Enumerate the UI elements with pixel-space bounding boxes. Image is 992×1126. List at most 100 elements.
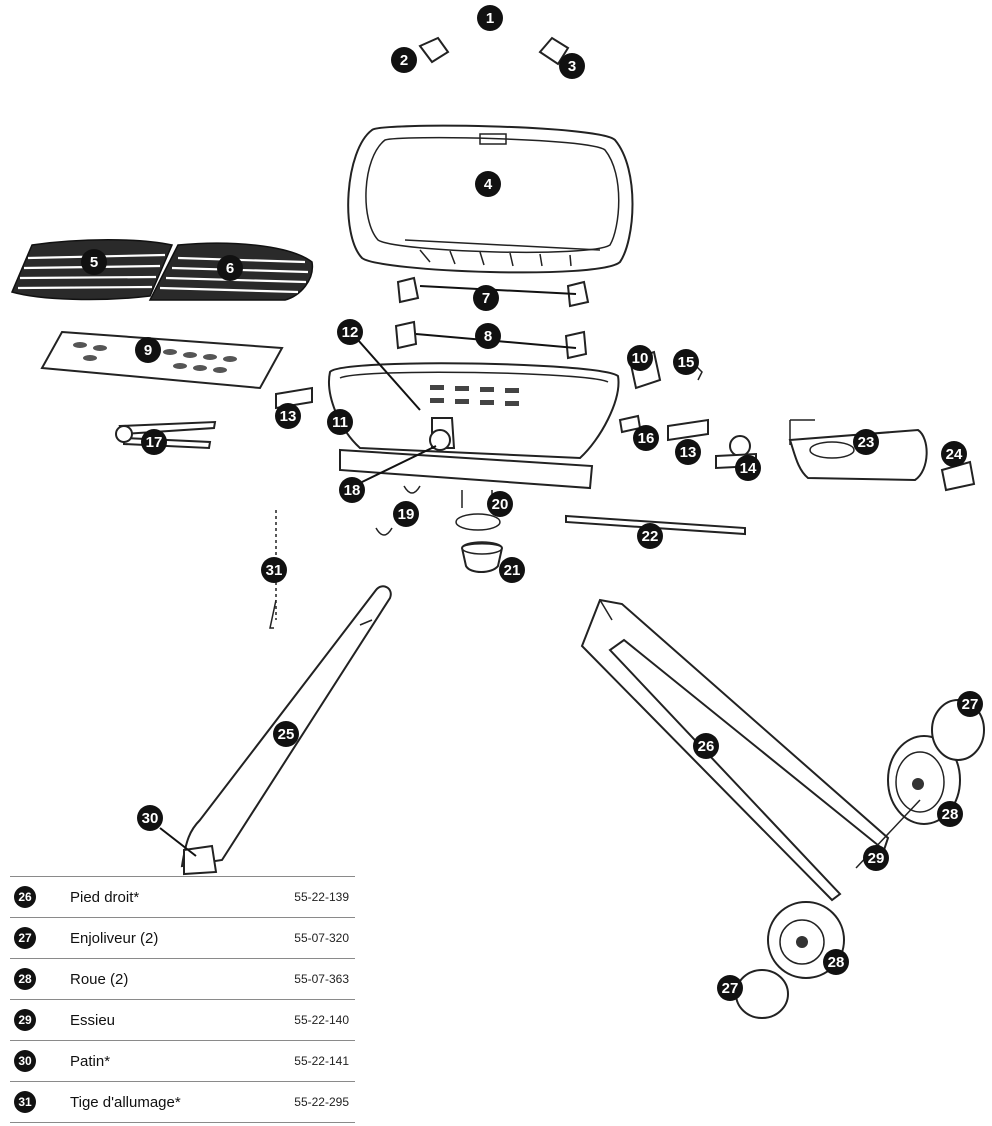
- callout-7-arrows: [419, 285, 577, 295]
- svg-text:21: 21: [504, 562, 521, 579]
- control-knob: [429, 429, 451, 451]
- callout-13-right: 13: [675, 439, 701, 465]
- callout-11: 11: [327, 409, 353, 435]
- heat-diffuser: [40, 330, 284, 390]
- svg-text:7: 7: [482, 290, 490, 307]
- clips-19: [375, 485, 421, 536]
- part-description: Pied droit*: [70, 888, 140, 906]
- svg-text:16: 16: [638, 430, 655, 447]
- svg-text:13: 13: [280, 408, 297, 425]
- side-shelf: [788, 419, 928, 482]
- callout-3: 3: [559, 53, 585, 79]
- hinge-brackets: [394, 276, 590, 360]
- grill-lid: [347, 124, 634, 274]
- callout-29: 29: [863, 845, 889, 871]
- bracket-13-left: [275, 386, 313, 410]
- drip-pan: [460, 541, 504, 573]
- callout-31: 31: [261, 557, 287, 583]
- svg-text:15: 15: [678, 354, 695, 371]
- table-row: 29 Essieu 55-22-140: [10, 999, 355, 1040]
- part-number-badge: 28: [14, 968, 36, 990]
- svg-text:30: 30: [142, 810, 159, 827]
- callout-17: 17: [141, 429, 167, 455]
- svg-text:22: 22: [642, 528, 659, 545]
- part-number-badge: 27: [14, 927, 36, 949]
- part-code: 55-22-139: [294, 890, 349, 904]
- part-description: Patin*: [70, 1052, 111, 1070]
- parts-list-table: 26 Pied droit* 55-22-139 27 Enjoliveur (…: [10, 876, 355, 1123]
- callout-5: 5: [81, 249, 107, 275]
- svg-text:13: 13: [680, 444, 697, 461]
- svg-text:18: 18: [344, 482, 361, 499]
- svg-text:10: 10: [632, 350, 649, 367]
- right-leg: [580, 598, 890, 902]
- callout-18: 18: [339, 477, 365, 503]
- callout-24: 24: [941, 441, 967, 467]
- svg-text:29: 29: [868, 850, 885, 867]
- part-description: Essieu: [70, 1011, 116, 1029]
- svg-text:25: 25: [278, 726, 295, 743]
- table-row: 31 Tige d'allumage* 55-22-295: [10, 1081, 355, 1123]
- callout-13-left: 13: [275, 403, 301, 429]
- part-description: Tige d'allumage*: [70, 1093, 181, 1111]
- bracket-13-right: [667, 418, 709, 442]
- table-row: 28 Roue (2) 55-07-363: [10, 958, 355, 999]
- svg-text:26: 26: [698, 738, 715, 755]
- svg-text:31: 31: [266, 562, 283, 579]
- svg-text:1: 1: [486, 10, 494, 27]
- part-code: 55-22-295: [294, 1095, 349, 1109]
- callout-2: 2: [391, 47, 417, 73]
- svg-text:6: 6: [226, 260, 234, 277]
- callout-7: 7: [473, 285, 499, 311]
- callout-8: 8: [475, 323, 501, 349]
- callout-27-upper: 27: [957, 691, 983, 717]
- part-code: 55-07-320: [294, 931, 349, 945]
- part-code: 55-07-363: [294, 972, 349, 986]
- svg-text:28: 28: [828, 954, 845, 971]
- svg-text:14: 14: [740, 460, 757, 477]
- callout-12: 12: [337, 319, 363, 345]
- table-row: 30 Patin* 55-22-141: [10, 1040, 355, 1081]
- svg-text:3: 3: [568, 58, 576, 75]
- svg-text:9: 9: [144, 342, 152, 359]
- svg-text:4: 4: [484, 176, 493, 193]
- svg-text:2: 2: [400, 52, 408, 69]
- part-number-badge: 30: [14, 1050, 36, 1072]
- callout-9: 9: [135, 337, 161, 363]
- lid-handle: [418, 25, 570, 66]
- callout-28-upper: 28: [937, 801, 963, 827]
- svg-text:27: 27: [722, 980, 739, 997]
- leader-18: [361, 445, 437, 483]
- svg-text:5: 5: [90, 254, 98, 271]
- callout-25: 25: [273, 721, 299, 747]
- callout-14: 14: [735, 455, 761, 481]
- callout-30: 30: [137, 805, 163, 831]
- callout-4: 4: [475, 171, 501, 197]
- svg-text:23: 23: [858, 434, 875, 451]
- leader-30: [159, 827, 197, 857]
- svg-text:11: 11: [332, 414, 348, 431]
- callout-21: 21: [499, 557, 525, 583]
- table-row: 26 Pied droit* 55-22-139: [10, 876, 355, 917]
- part-description: Enjoliveur (2): [70, 929, 159, 947]
- leader-12: [357, 339, 421, 411]
- burner-tube: [115, 420, 217, 450]
- callout-6: 6: [217, 255, 243, 281]
- callout-28-lower: 28: [823, 949, 849, 975]
- svg-text:12: 12: [342, 324, 359, 341]
- wheel-upper: [887, 735, 961, 825]
- callout-19: 19: [393, 501, 419, 527]
- svg-text:17: 17: [146, 434, 163, 451]
- hubcap-lower: [735, 969, 789, 1019]
- callout-15: 15: [673, 349, 699, 375]
- svg-text:28: 28: [942, 806, 959, 823]
- callout-20: 20: [487, 491, 513, 517]
- callout-10: 10: [627, 345, 653, 371]
- svg-text:27: 27: [962, 696, 979, 713]
- svg-text:20: 20: [492, 496, 509, 513]
- part-number-badge: 31: [14, 1091, 36, 1113]
- callout-23: 23: [853, 429, 879, 455]
- callout-16: 16: [633, 425, 659, 451]
- callout-1: 1: [477, 5, 503, 31]
